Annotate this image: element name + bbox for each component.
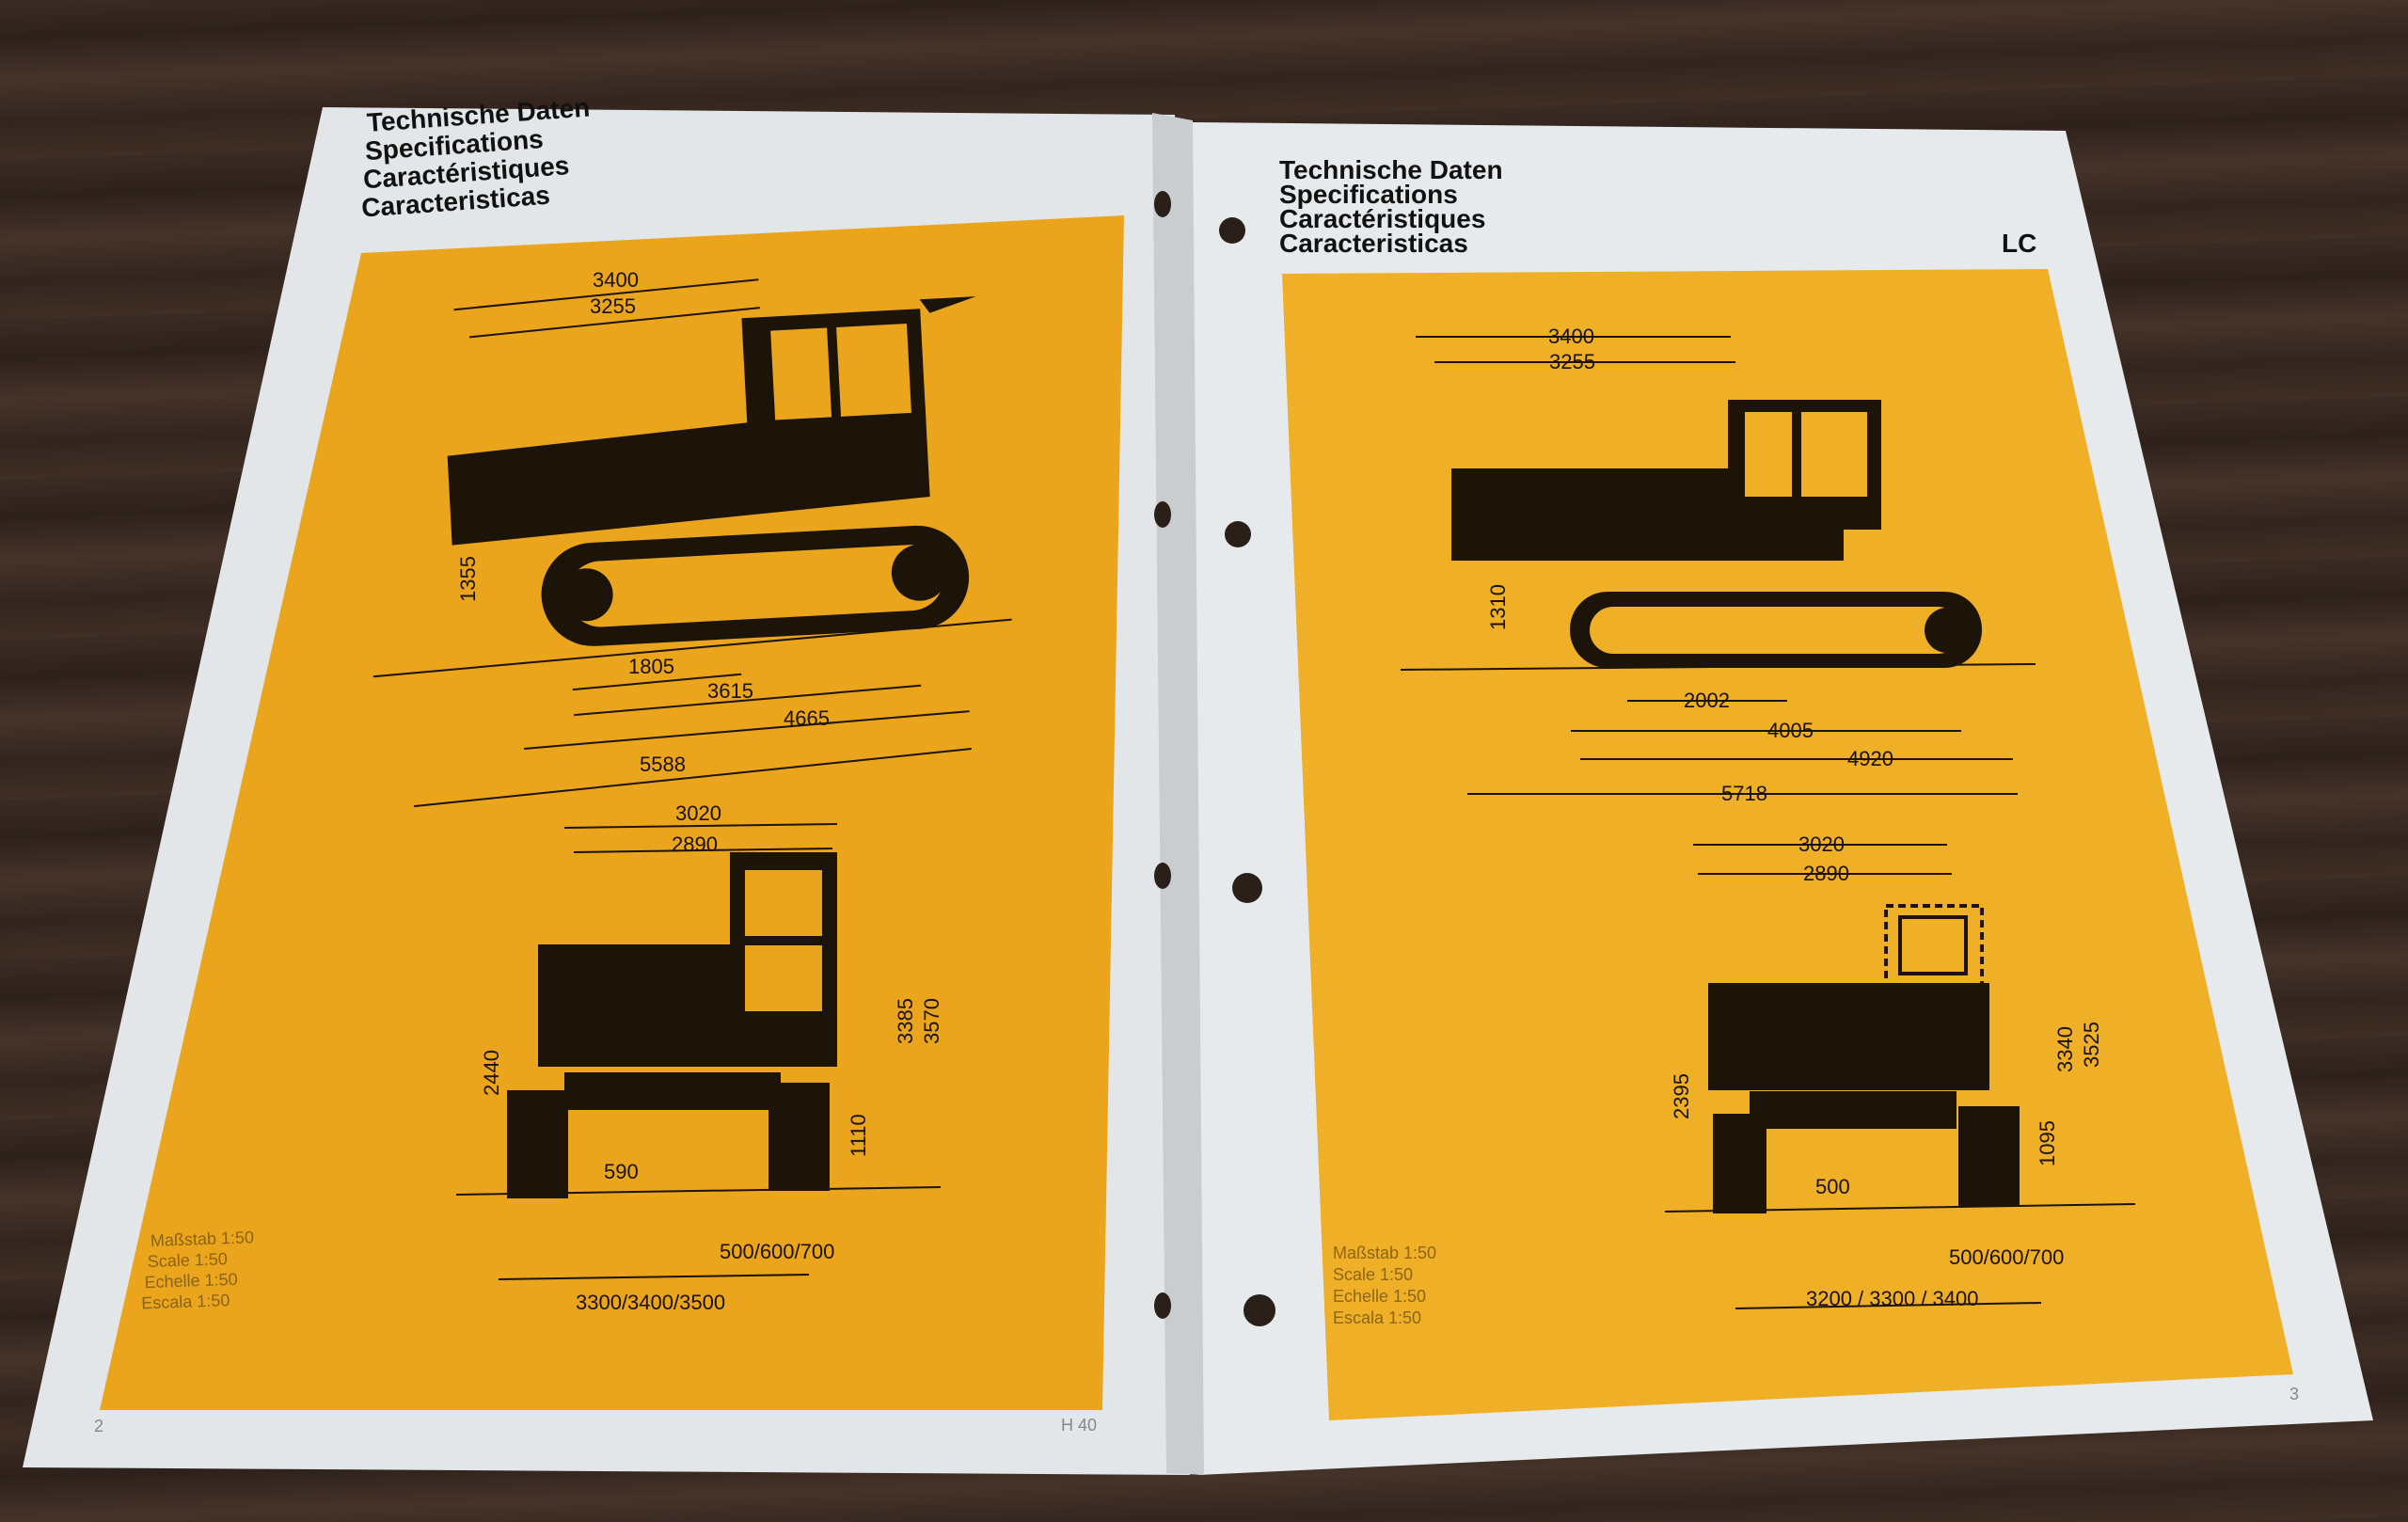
svg-text:4005: 4005	[1767, 719, 1814, 742]
svg-text:3020: 3020	[675, 801, 721, 825]
right-scale-note: Maßstab 1:50 Scale 1:50 Echelle 1:50 Esc…	[1333, 1244, 1436, 1327]
svg-text:2002: 2002	[1684, 689, 1730, 712]
svg-text:Echelle 1:50: Echelle 1:50	[144, 1270, 238, 1292]
spine-shadow	[1152, 113, 1204, 1475]
left-front-view-drawing	[455, 823, 942, 1280]
svg-text:3400: 3400	[1548, 325, 1594, 348]
svg-text:2890: 2890	[1803, 862, 1849, 885]
svg-text:Escala 1:50: Escala 1:50	[141, 1291, 230, 1312]
svg-text:Maßstab 1:50: Maßstab 1:50	[150, 1228, 255, 1250]
svg-text:3255: 3255	[590, 294, 636, 318]
svg-text:Scale 1:50: Scale 1:50	[147, 1249, 228, 1271]
svg-text:Escala 1:50: Escala 1:50	[1333, 1308, 1421, 1327]
svg-text:Scale 1:50: Scale 1:50	[1333, 1265, 1413, 1284]
svg-text:Caractéristiques: Caractéristiques	[1279, 204, 1485, 233]
svg-text:5718: 5718	[1721, 782, 1767, 805]
svg-text:3200 / 3300 / 3400: 3200 / 3300 / 3400	[1806, 1287, 1979, 1310]
svg-text:Technische Daten: Technische Daten	[1279, 155, 1503, 184]
svg-text:3570: 3570	[920, 998, 943, 1044]
svg-text:3400: 3400	[593, 268, 639, 292]
svg-text:5588: 5588	[640, 753, 686, 776]
right-front-view-drawing	[1664, 844, 2136, 1309]
right-dimension-labels: 3400 3255 1310 2002 4005 4920 5718 3020 …	[1486, 325, 2103, 1310]
svg-text:Caracteristicas: Caracteristicas	[1279, 229, 1468, 258]
svg-text:3525: 3525	[2080, 1022, 2103, 1068]
right-page-number: 3	[2289, 1385, 2299, 1403]
svg-text:4665: 4665	[784, 706, 830, 730]
svg-text:Echelle 1:50: Echelle 1:50	[1333, 1287, 1426, 1306]
left-side-view-drawing	[372, 278, 1012, 808]
svg-text:Specifications: Specifications	[1279, 180, 1458, 209]
right-side-view-drawing	[1400, 336, 2036, 795]
svg-text:1805: 1805	[628, 655, 674, 678]
left-dimension-labels: 3400 3255 1355 1805 3615 4665 5588 3020 …	[456, 268, 943, 1314]
right-header: Technische Daten Specifications Caractér…	[1279, 155, 2036, 258]
svg-text:3300/3400/3500: 3300/3400/3500	[576, 1291, 725, 1314]
svg-text:1355: 1355	[456, 556, 480, 602]
left-page-number: 2	[94, 1417, 103, 1435]
svg-text:3255: 3255	[1549, 350, 1595, 373]
model-label: H 40	[1061, 1416, 1097, 1435]
svg-text:500: 500	[1815, 1175, 1850, 1198]
svg-text:1310: 1310	[1486, 584, 1510, 630]
svg-text:1110: 1110	[847, 1114, 870, 1157]
svg-text:3385: 3385	[894, 998, 917, 1044]
svg-text:3340: 3340	[2053, 1026, 2077, 1072]
binder-holes	[1154, 191, 1275, 1326]
left-yellow-panel	[100, 215, 1124, 1410]
svg-text:1095: 1095	[2036, 1120, 2059, 1166]
svg-text:590: 590	[604, 1160, 639, 1183]
svg-text:2890: 2890	[672, 832, 718, 856]
svg-text:500/600/700: 500/600/700	[720, 1240, 834, 1263]
svg-text:4920: 4920	[1847, 747, 1893, 770]
svg-text:Maßstab 1:50: Maßstab 1:50	[1333, 1244, 1436, 1262]
left-scale-note: Maßstab 1:50 Scale 1:50 Echelle 1:50 Esc…	[141, 1228, 255, 1312]
svg-text:500/600/700: 500/600/700	[1949, 1245, 2064, 1269]
svg-text:2440: 2440	[480, 1050, 503, 1096]
svg-text:2395: 2395	[1670, 1073, 1693, 1119]
svg-text:3020: 3020	[1798, 832, 1845, 856]
svg-text:3615: 3615	[707, 679, 753, 703]
variant-label: LC	[2002, 229, 2036, 258]
